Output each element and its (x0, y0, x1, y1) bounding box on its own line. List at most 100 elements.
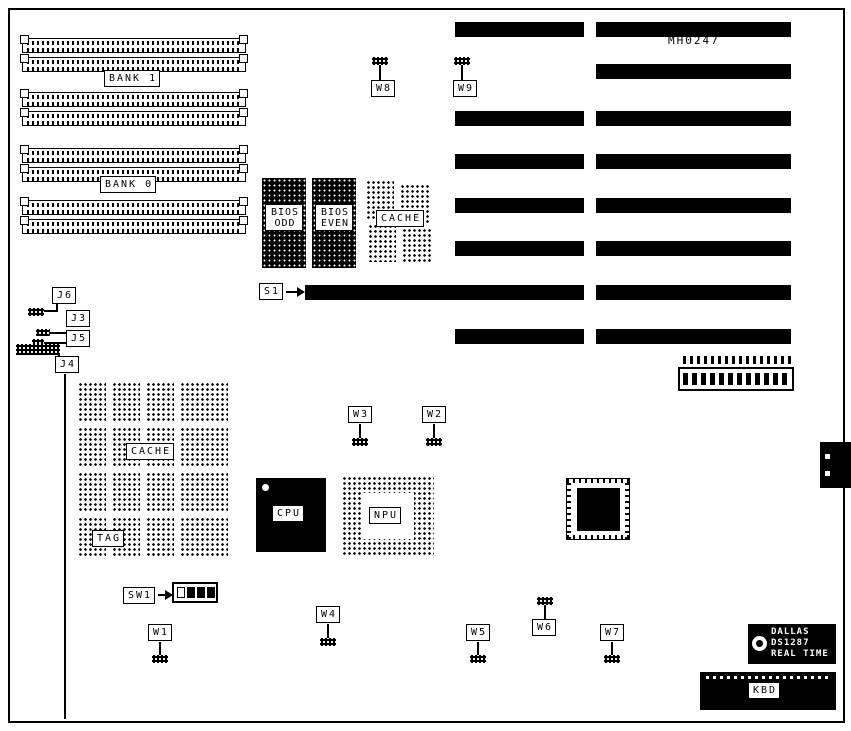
isa-slot (596, 329, 791, 344)
rtc-chip: DALLAS DS1287 REAL TIME (748, 624, 836, 664)
rtc-type: REAL TIME (771, 649, 829, 659)
simm-socket (20, 216, 248, 234)
cache-chip (402, 228, 432, 264)
w3-jumper (352, 438, 368, 446)
qfp-chip (566, 478, 630, 540)
isa-slot (596, 285, 791, 300)
s1-wire (286, 291, 298, 293)
power-connector-pins (683, 356, 791, 364)
simm-socket (20, 89, 248, 107)
cache-chip (180, 472, 228, 513)
isa-slot (596, 198, 791, 213)
w2-jumper (426, 438, 442, 446)
w1-jumper (152, 655, 168, 663)
j5-wire (44, 342, 66, 344)
w2-label: W2 (422, 406, 447, 423)
bios-even-line2: EVEN (320, 218, 350, 229)
din-pin (825, 471, 830, 476)
w4-jumper (320, 638, 336, 646)
cache-chip (368, 224, 396, 262)
w8-label: W8 (371, 80, 396, 97)
w5-wire (477, 642, 479, 655)
simm-socket (20, 197, 248, 215)
w3-label: W3 (348, 406, 373, 423)
w1-wire (159, 642, 161, 655)
dip-switch-pos (187, 587, 195, 598)
isa-slot (596, 22, 791, 37)
cache-chip (78, 472, 106, 513)
cache-chip (112, 382, 140, 423)
cache-chip (180, 427, 228, 468)
w9-wire (461, 65, 463, 80)
simm-socket (20, 108, 248, 126)
w6-label: W6 (532, 619, 557, 636)
j4-label: J4 (55, 356, 80, 373)
cache-chip (180, 517, 228, 558)
sw1-label: SW1 (123, 587, 156, 604)
w7-wire (611, 642, 613, 655)
sw1-arrow-icon (165, 590, 173, 600)
j6-jumper (28, 308, 44, 316)
j3-jumper (36, 329, 50, 336)
dallas-logo-center (756, 640, 763, 647)
power-connector-body (678, 367, 794, 391)
kbd-label: KBD (748, 682, 781, 699)
bios-even-line1: BIOS (320, 207, 350, 218)
w8-wire (379, 65, 381, 80)
tag-label: TAG (92, 530, 125, 547)
w7-label: W7 (600, 624, 625, 641)
bios-odd-line2: ODD (274, 218, 296, 229)
part-number: MH0247 (668, 34, 720, 47)
j4-header (16, 344, 60, 355)
figure-border (8, 8, 845, 723)
sw1-wire (158, 594, 168, 596)
dip-switch-pos (207, 587, 215, 598)
bank0-label: BANK 0 (100, 176, 157, 193)
din-connector (820, 442, 851, 488)
power-connector (678, 356, 796, 394)
keyboard-connector: KBD (700, 672, 836, 710)
sw1-dip-switch (172, 582, 218, 603)
cache-chip (146, 517, 174, 558)
isa-slot (455, 154, 584, 169)
simm-socket (20, 35, 248, 53)
cache-left-label: CACHE (126, 443, 175, 460)
npu-label: NPU (369, 507, 402, 524)
w3-wire (359, 424, 361, 438)
cpu-label: CPU (272, 505, 305, 522)
w8-jumper (372, 57, 388, 65)
isa-slot (455, 329, 584, 344)
w5-jumper (470, 655, 486, 663)
dip-switch-pos (177, 587, 185, 598)
j6-wire (56, 302, 58, 310)
j6-wire (44, 310, 58, 312)
w6-jumper (537, 597, 553, 605)
bios-even-label: BIOS EVEN (315, 204, 353, 231)
w4-label: W4 (316, 606, 341, 623)
rtc-model: DS1287 (771, 638, 810, 648)
cache-chip (180, 382, 228, 423)
w9-label: W9 (453, 80, 478, 97)
cache-top-label: CACHE (376, 210, 425, 227)
cpu-pin1-dot (262, 484, 269, 491)
j5-jumper (32, 339, 44, 346)
dallas-logo-icon (752, 636, 767, 651)
isa-slot (596, 64, 791, 79)
isa-slot (455, 111, 584, 126)
w5-label: W5 (466, 624, 491, 641)
cache-chip (112, 472, 140, 513)
cache-chip (146, 472, 174, 513)
isa-slot (455, 22, 584, 37)
qfp-die (577, 488, 620, 531)
w7-jumper (604, 655, 620, 663)
j3-wire (50, 332, 68, 334)
board-edge-line (64, 374, 66, 719)
w1-label: W1 (148, 624, 173, 641)
cache-chip (78, 427, 106, 468)
isa-slot (455, 241, 584, 256)
w4-wire (327, 624, 329, 638)
cache-chip (78, 382, 106, 423)
din-pin (825, 454, 830, 459)
simm-socket (20, 145, 248, 163)
